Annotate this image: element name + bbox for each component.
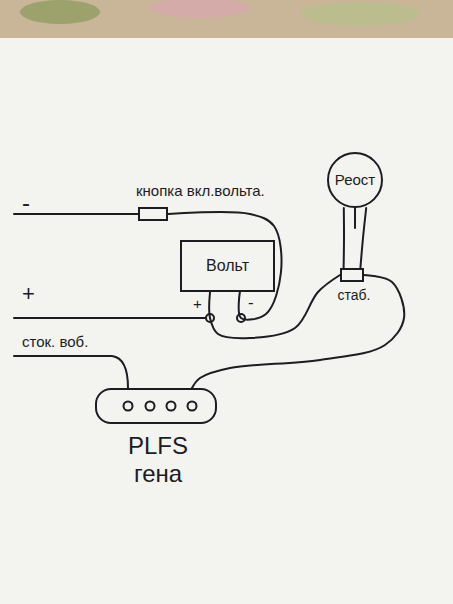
wire-label: + (22, 282, 35, 306)
node-caption: кнопка вкл.вольта. (136, 182, 265, 199)
flower-leaves (20, 0, 100, 24)
wire-label: сток. воб. (22, 334, 88, 351)
node-label: Вольт (206, 257, 249, 275)
push-button: кнопка вкл.вольта. (138, 207, 168, 221)
plug-pins (97, 390, 215, 422)
node-caption: стаб. (332, 287, 376, 303)
plug-pin (124, 402, 133, 411)
stabilizer-box: стаб. (340, 268, 364, 282)
wire (343, 208, 345, 268)
flower-leaves (300, 2, 420, 26)
paper (0, 38, 453, 604)
rheostat-circle: Реост (327, 152, 383, 208)
drain-wire (14, 356, 128, 388)
wire-label: - (22, 190, 30, 216)
wire (168, 212, 281, 320)
wire (360, 208, 366, 268)
plug-pin (167, 402, 176, 411)
node-caption: PLFS гена (113, 432, 203, 487)
flower-petals (150, 0, 250, 18)
wire-label: - (248, 294, 254, 313)
rheostat-leg (354, 208, 356, 228)
plug-pin (146, 402, 155, 411)
plus-wire (14, 317, 206, 319)
plug-pin (188, 402, 197, 411)
wire-label: + (193, 296, 202, 313)
voltmeter-box: Вольт (180, 240, 275, 292)
minus-wire (14, 213, 138, 215)
connector-plug: PLFS гена (95, 388, 217, 424)
node-label: Реост (335, 171, 375, 188)
